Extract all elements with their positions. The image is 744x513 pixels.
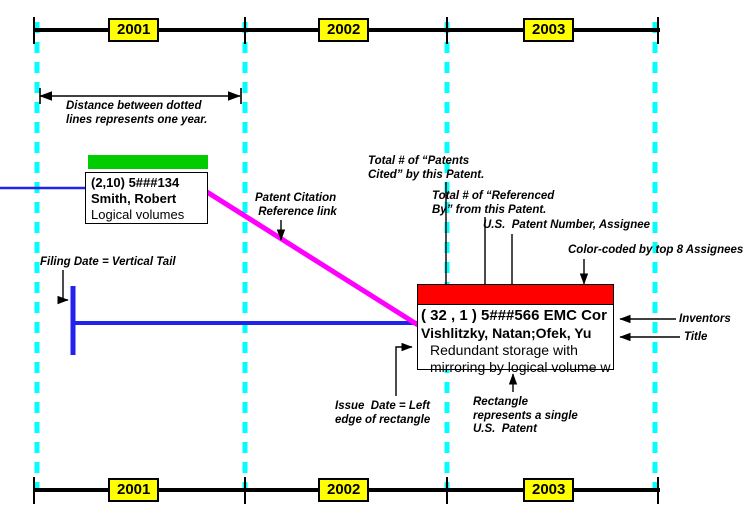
patent-1-title: Logical volumes <box>91 207 185 222</box>
annotation-filing-date: Filing Date = Vertical Tail <box>40 256 176 268</box>
year-label-bottom-2003: 2003 <box>523 478 575 502</box>
annotation-patents-cited: Total # of “Patents Cited” by this Paten… <box>368 155 485 181</box>
patent-1-body: (2,10) 5###134 Smith, Robert Logical vol… <box>86 174 207 223</box>
annotation-issue-date: Issue Date = Left edge of rectangle <box>335 400 431 426</box>
leader-issue-date <box>395 342 413 396</box>
leader-filing-date <box>57 270 69 305</box>
annotation-inventors: Inventors <box>679 313 731 325</box>
patent-2-body: ( 32 , 1 ) 5###566 EMC Cor Vishlitzky, N… <box>418 306 613 376</box>
year-label-bottom-2001: 2001 <box>108 478 160 502</box>
patent-1-inventors: Smith, Robert <box>91 191 177 206</box>
patent-rectangle-2[interactable]: ( 32 , 1 ) 5###566 EMC Cor Vishlitzky, N… <box>417 284 614 375</box>
annotation-rectangle-meaning: Rectangle represents a single U.S. Paten… <box>473 396 578 435</box>
patent-2-title-line-2: mirroring by logical volume w <box>430 359 611 375</box>
patent-2-assignee-color-band <box>418 285 613 305</box>
year-label-bottom-2002: 2002 <box>318 478 370 502</box>
one-year-measure-arrow <box>39 88 242 104</box>
year-label-top-2003: 2003 <box>523 18 575 42</box>
patent-rectangle-1[interactable]: (2,10) 5###134 Smith, Robert Logical vol… <box>85 172 208 224</box>
patent-2-counts-and-number: ( 32 , 1 ) 5###566 EMC Cor <box>421 307 607 324</box>
patent-1-counts-and-number: (2,10) 5###134 <box>91 175 180 190</box>
annotation-title: Title <box>684 331 708 343</box>
citation-link-line <box>205 189 420 328</box>
annotation-referenced-by: Total # of “Referenced By” from this Pat… <box>432 190 555 216</box>
annotation-color-coded: Color-coded by top 8 Assignees <box>568 244 744 256</box>
annotation-one-year-distance: Distance between dotted lines represents… <box>66 100 208 126</box>
annotation-patent-number: U.S. Patent Number, Assignee <box>483 219 651 231</box>
patent-citation-link <box>205 189 420 328</box>
patent-1-assignee-color-band <box>88 155 208 169</box>
patent-2-filing-tail <box>70 286 418 355</box>
year-label-top-2002: 2002 <box>318 18 370 42</box>
year-label-top-2001: 2001 <box>108 18 160 42</box>
patent-2-inventors: Vishlitzky, Natan;Ofek, Yu <box>421 325 592 341</box>
annotation-citation-link: Patent Citation Reference link <box>255 192 337 218</box>
patent-2-title-line-1: Redundant storage with <box>430 342 578 358</box>
